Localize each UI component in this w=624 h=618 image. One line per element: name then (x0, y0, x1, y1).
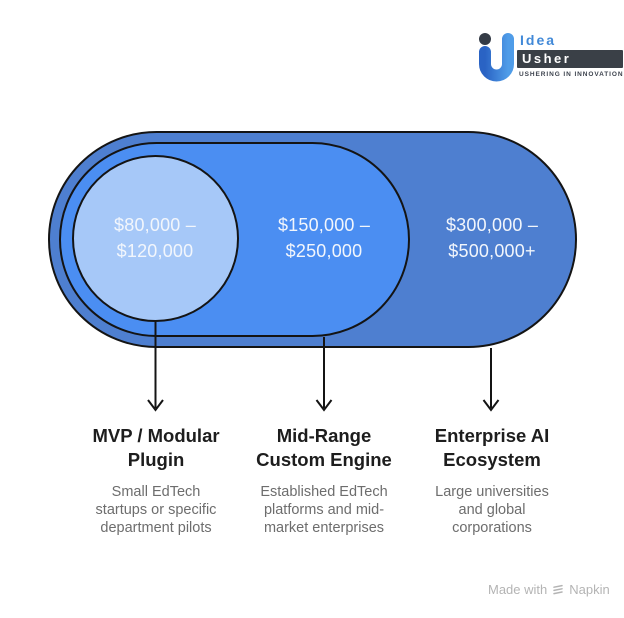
tier-title-midrange: Mid-Range Custom Engine (256, 425, 392, 470)
tier-column-mvp: MVP / Modular Plugin Small EdTech startu… (65, 424, 247, 537)
idea-usher-logo: Idea Usher USHERING IN INNOVATION (478, 33, 623, 91)
watermark-brand: Napkin (569, 582, 610, 597)
logo-brand-top: Idea (520, 32, 557, 48)
watermark-prefix: Made with (488, 582, 548, 597)
price-label-midrange: $150,000 – $250,000 (277, 215, 371, 261)
napkin-icon (553, 584, 563, 594)
idea-usher-logo-text: Idea Usher USHERING IN INNOVATION (517, 33, 623, 78)
tier-column-midrange: Mid-Range Custom Engine Established EdTe… (233, 424, 415, 537)
made-with-napkin-watermark: Made with Napkin (488, 582, 610, 597)
tier-title-mvp: MVP / Modular Plugin (92, 425, 220, 470)
tier-description-midrange: Established EdTech platforms and mid- ma… (260, 484, 388, 536)
tier-shape-mvp (72, 155, 239, 322)
tier-description-mvp: Small EdTech startups or specific depart… (95, 484, 217, 536)
tier-column-enterprise: Enterprise AI Ecosystem Large universiti… (401, 424, 583, 537)
idea-usher-logo-mark-icon (479, 33, 514, 82)
tier-description-enterprise: Large universities and global corporatio… (435, 484, 549, 536)
price-label-mvp: $80,000 – $120,000 (114, 215, 196, 261)
tier-title-enterprise: Enterprise AI Ecosystem (434, 425, 550, 470)
logo-tagline: USHERING IN INNOVATION (519, 71, 624, 78)
logo-brand-bottom: Usher (517, 50, 623, 68)
price-label-enterprise: $300,000 – $500,000+ (445, 215, 539, 261)
